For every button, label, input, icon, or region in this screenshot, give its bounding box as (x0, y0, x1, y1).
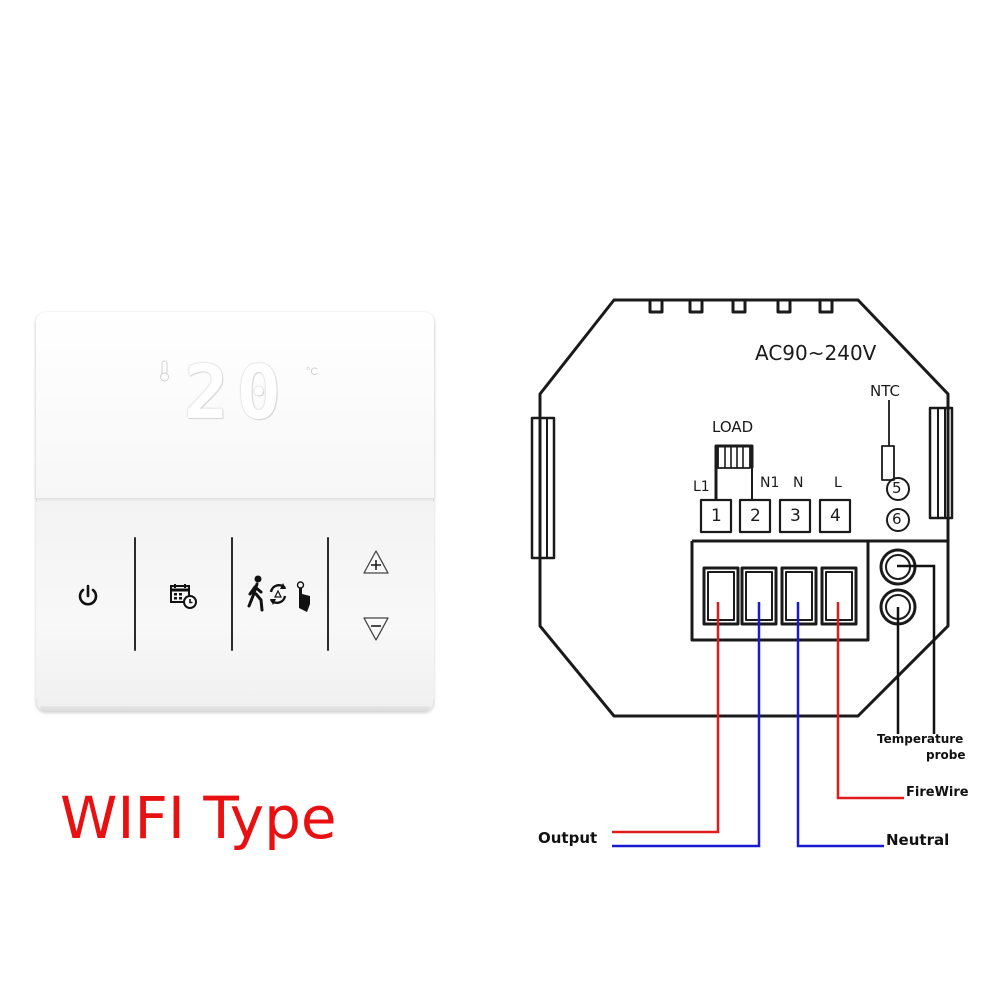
output-wire-neutral (612, 602, 761, 848)
load-label: LOAD (712, 418, 754, 436)
thermostat-panel (36, 312, 434, 712)
output-label: Output (538, 829, 598, 847)
terminal-number: 1 (711, 506, 722, 526)
temperature-probe-label-line1: Temperature (877, 732, 964, 746)
temperature-display: 20 (184, 350, 290, 436)
schedule-button[interactable] (162, 578, 206, 614)
terminal-number: 4 (830, 506, 841, 526)
decrease-icon (363, 617, 389, 641)
temperature-unit: °C (306, 366, 319, 378)
schedule-icon (170, 584, 197, 609)
terminal-number: 3 (790, 506, 801, 526)
sensor-terminal-number: 6 (892, 510, 902, 528)
product-type-caption: WIFI Type (60, 784, 337, 852)
increase-button[interactable] (361, 547, 391, 577)
decrease-button[interactable] (361, 614, 391, 644)
thermostat-button-area (36, 502, 434, 706)
module-housing (538, 298, 950, 718)
terminal-label-l: L (834, 475, 842, 491)
firewire-label: FireWire (906, 785, 969, 800)
neutral-label: Neutral (886, 831, 950, 849)
divider (231, 537, 233, 651)
increase-icon (363, 550, 389, 574)
terminal-number: 2 (750, 506, 761, 526)
divider (134, 537, 136, 651)
voltage-label: AC90~240V (755, 341, 877, 365)
mode-button[interactable] (240, 570, 320, 618)
temperature-probe-label-line2: probe (926, 748, 966, 762)
terminal-label-n: N (793, 475, 804, 491)
ntc-label: NTC (870, 382, 900, 400)
thermometer-icon (160, 360, 169, 382)
terminal-label-n1: N1 (760, 475, 780, 491)
probe-wire-1 (897, 564, 936, 734)
terminal-label-l1: L1 (693, 479, 710, 495)
thermostat-screen (36, 312, 434, 498)
power-icon (78, 584, 98, 606)
sensor-terminal-number: 5 (892, 479, 902, 497)
divider (327, 537, 329, 651)
mode-icon (247, 575, 310, 612)
firewire-wire (836, 602, 904, 800)
power-button[interactable] (66, 578, 110, 614)
neutral-wire (796, 602, 884, 848)
output-wire (612, 602, 720, 834)
